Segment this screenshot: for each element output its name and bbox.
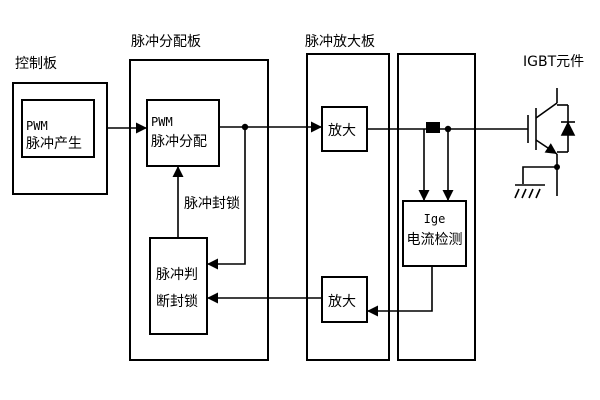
amp-bottom-label: 放大 (328, 294, 356, 310)
control-board-outline (12, 82, 108, 195)
ige-detect-line1: Ige (423, 212, 446, 226)
lock-judge-block (149, 237, 208, 335)
control-board-title: 控制板 (15, 56, 57, 72)
pulse-amp-board-title: 脉冲放大板 (305, 34, 375, 50)
pwm-gen-line1: PWM (26, 119, 48, 133)
lock-judge-line1: 脉冲判 (156, 267, 198, 283)
junction-dot-tap (444, 125, 452, 133)
pulse-lock-annotation: 脉冲封锁 (184, 196, 240, 212)
junction-dot-dist (241, 123, 249, 131)
pwm-gen-line2: 脉冲产生 (26, 136, 82, 152)
igbt-title: IGBT元件 (523, 54, 585, 70)
arrow-ige-to-amp-bottom (367, 266, 433, 317)
igbt-symbol (527, 88, 576, 196)
ige-detect-block (402, 200, 467, 267)
amp-top-label: 放大 (328, 123, 356, 139)
lock-judge-line2: 断封锁 (156, 294, 198, 310)
current-sensor-marker (426, 122, 440, 133)
ige-detect-line2: 电流检测 (406, 232, 463, 248)
pulse-amp-board-outline (306, 53, 390, 361)
detect-board-outline (397, 53, 476, 361)
ground-symbol (514, 166, 557, 199)
amp-bottom-block (321, 276, 368, 323)
pwm-gen-block (21, 99, 95, 158)
arrow-junction-to-lock-judge (207, 127, 246, 270)
pulse-dist-board-title: 脉冲分配板 (131, 34, 201, 50)
pwm-dist-line2: 脉冲分配 (151, 134, 207, 150)
pwm-dist-line1: PWM (151, 115, 173, 129)
pulse-dist-board-outline (129, 59, 269, 361)
